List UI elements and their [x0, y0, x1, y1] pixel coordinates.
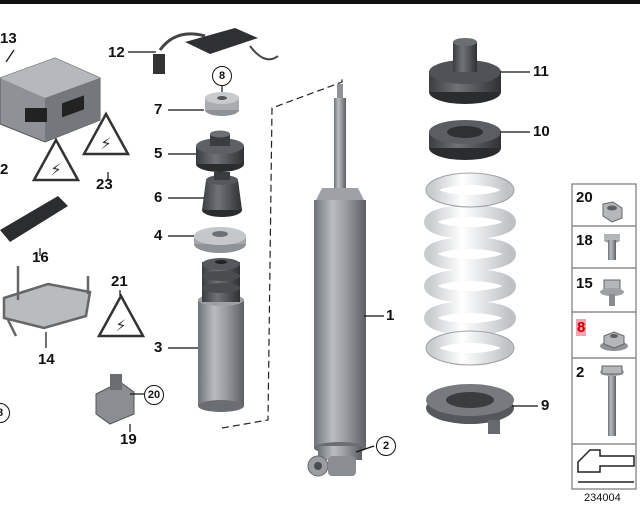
warning-triangle-icon: ⚡ [96, 293, 146, 338]
flange-bolt-icon [600, 279, 624, 306]
bolt-short-icon [604, 234, 620, 260]
part-4 [194, 227, 246, 253]
callout-5[interactable]: 5 [154, 145, 163, 162]
callout-6[interactable]: 6 [154, 189, 163, 206]
part-19 [95, 374, 135, 425]
part-11 [429, 38, 501, 104]
connector-12 [153, 28, 279, 74]
callout-7[interactable]: 7 [154, 101, 163, 118]
callout-10[interactable]: 10 [533, 123, 550, 140]
strip-16 [0, 196, 68, 242]
callout-1[interactable]: 1 [386, 307, 395, 324]
part-6 [202, 172, 242, 217]
callout-3[interactable]: 3 [154, 339, 163, 356]
callout-23[interactable]: 23 [96, 176, 113, 193]
sidebar-item-15[interactable]: 15 [576, 275, 593, 292]
svg-text:⚡: ⚡ [50, 160, 61, 179]
arrow-down-left-icon [577, 449, 635, 483]
flange-nut-icon [600, 331, 628, 351]
callout-19[interactable]: 19 [120, 431, 137, 448]
sidebar-item-20[interactable]: 20 [576, 189, 593, 206]
hex-nut-icon [602, 201, 623, 223]
bracket-14 [2, 266, 92, 337]
callout-21[interactable]: 21 [111, 273, 128, 290]
callout-16[interactable]: 16 [32, 249, 49, 266]
part-5 [196, 130, 244, 172]
warning-triangle-icon: ⚡ [81, 111, 131, 156]
callout-22[interactable]: 2 [0, 161, 9, 178]
coil-spring [424, 173, 516, 365]
part-10 [429, 120, 501, 160]
part-9 [426, 384, 514, 434]
part-7 [205, 92, 239, 116]
callout-4[interactable]: 4 [154, 227, 163, 244]
control-unit-13 [0, 57, 101, 143]
callout-11[interactable]: 11 [533, 63, 549, 80]
circled-callout-8[interactable]: 8 [212, 66, 232, 86]
assembly-lines [221, 78, 343, 429]
callout-14[interactable]: 14 [38, 351, 55, 368]
diagram-reference-number: 234004 [584, 492, 621, 504]
shock-absorber-1 [307, 84, 366, 477]
sidebar-frame [571, 183, 637, 490]
sidebar-item-8-number: 8 [576, 319, 587, 336]
svg-text:⚡: ⚡ [115, 316, 126, 335]
callout-13[interactable]: 13 [0, 30, 17, 47]
circled-callout-20[interactable]: 20 [144, 385, 164, 405]
part-3 [198, 258, 244, 412]
top-border [0, 0, 640, 4]
sidebar-item-2[interactable]: 2 [576, 364, 585, 381]
callout-12[interactable]: 12 [108, 44, 125, 61]
svg-text:⚡: ⚡ [100, 134, 111, 153]
sidebar-item-18[interactable]: 18 [576, 232, 593, 249]
warning-triangle-icon: ⚡ [31, 137, 81, 182]
long-bolt-icon [600, 365, 624, 436]
callout-9[interactable]: 9 [541, 397, 550, 414]
circled-callout-2[interactable]: 2 [376, 436, 396, 456]
leader-lines [5, 49, 538, 453]
sidebar-item-8[interactable]: 8 [576, 319, 587, 336]
